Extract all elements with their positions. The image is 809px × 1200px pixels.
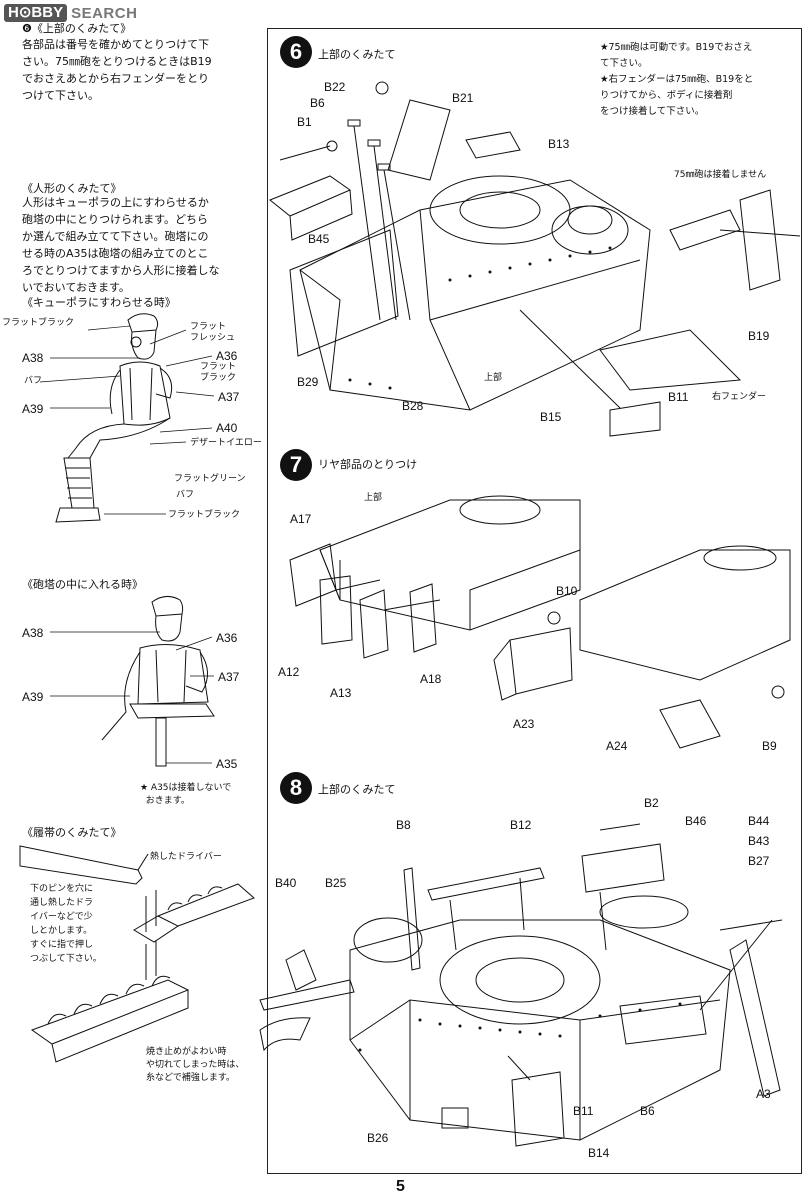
page-number: 5 (396, 1178, 405, 1195)
step-6-label-b21: B21 (452, 91, 474, 105)
step-8-title: 上部のくみたて (318, 783, 396, 796)
turret-label-a39: A39 (22, 690, 44, 704)
step-6-label-b1: B1 (297, 115, 312, 129)
turret-a35-note: ★ A35は接着しないで おきます。 (140, 783, 232, 806)
track-assembly-drawing (18, 840, 258, 1080)
step-8-upper-hull-drawing (260, 820, 800, 1150)
turret-figure-heading: 《砲塔の中に入れる時》 (22, 578, 143, 591)
step-6-label-b13: B13 (548, 137, 570, 151)
step-6-label-b15: B15 (540, 410, 562, 424)
seated-label-buff-2: バフ (176, 490, 195, 500)
step-8-label-b6: B6 (640, 1104, 655, 1118)
step-8-label-b25: B25 (325, 876, 347, 890)
seated-label-a37: A37 (218, 390, 240, 404)
turret-leader-lines (0, 0, 809, 800)
step-8-hull-shape (350, 920, 730, 1140)
figure-assembly-heading: 《人形のくみたて》 (22, 182, 122, 195)
watermark-logo: H⊙BBY (4, 4, 68, 22)
beret-shape (128, 314, 158, 332)
step-8-number: 8 (280, 772, 312, 804)
step-7-label-a24: A24 (606, 739, 628, 753)
step-6-label-b29: B29 (297, 375, 319, 389)
track-assembly-heading: 《履帯のくみたて》 (22, 826, 122, 839)
step-7-rear-parts-drawing (280, 480, 800, 760)
turret-label-a36: A36 (216, 631, 238, 645)
step-8-label-b44: B44 (748, 814, 770, 828)
step-8-label-b14: B14 (588, 1146, 610, 1160)
watermark: H⊙BBY SEARCH (4, 3, 137, 23)
track-hot-driver-label: 熱したドライバー (150, 852, 222, 862)
seated-label-a39: A39 (22, 402, 44, 416)
step-8-label-b12: B12 (510, 818, 532, 832)
step-6-label-b28: B28 (402, 399, 424, 413)
step6-left-heading: ❻《上部のくみたて》 (22, 22, 132, 35)
step6-left-text: 各部品は番号を確かめてとりつけて下 さい。75㎜砲をとりつけるときはB19 でお… (22, 38, 212, 102)
step-8-label-b43: B43 (748, 834, 770, 848)
seated-label-a36: A36 (216, 349, 238, 363)
seated-label-flat-black-top: フラットブラック (2, 318, 75, 328)
step-7-label-a12: A12 (278, 665, 300, 679)
figure-assembly-text: 人形はキューポラの上にすわらせるか 砲塔の中にとりつけられます。どちら か選んで… (22, 196, 220, 294)
step-7-number: 7 (280, 449, 312, 481)
seated-label-a38: A38 (22, 351, 44, 365)
step-6-gun-note: 75㎜砲は接着しません (674, 170, 767, 180)
step-8-label-b8: B8 (396, 818, 411, 832)
assembly-steps-panel (267, 28, 802, 1174)
step-8-label-a3: A3 (756, 1087, 771, 1101)
step-6-label-b6: B6 (310, 96, 325, 110)
step-8-label-b2: B2 (644, 796, 659, 810)
seated-figure-heading: 《キューポラにすわらせる時》 (22, 296, 176, 309)
step-8-label-b27: B27 (748, 854, 770, 868)
step-7-label-upper: 上部 (364, 493, 383, 503)
track-reinforce-note: 焼き止めがよわい時 や切れてしまった時は、 糸などで補強します。 (146, 1047, 245, 1083)
step-6-number: 6 (280, 36, 312, 68)
step-8-label-b40: B40 (275, 876, 297, 890)
step-6-title: 上部のくみたて (318, 48, 396, 61)
step-7-label-a17: A17 (290, 512, 312, 526)
step-6-label-b22: B22 (324, 80, 346, 94)
step-7-label-a13: A13 (330, 686, 352, 700)
turret-label-a37: A37 (218, 670, 240, 684)
step-7-label-a23: A23 (513, 717, 535, 731)
step-7-title: リヤ部品のとりつけ (318, 458, 418, 471)
seated-label-flat-black-bottom: フラットブラック (168, 510, 241, 520)
step-6-note: ★75㎜砲は可動です。B19でおさえ て下さい。 ★右フェンダーは75㎜砲、B1… (600, 42, 754, 117)
screwdriver-shape (20, 846, 142, 884)
seated-label-flat-green: フラットグリーン (174, 474, 246, 484)
step-8-label-b11: B11 (573, 1104, 594, 1118)
watermark-text: SEARCH (71, 4, 138, 22)
step-8-label-b26: B26 (367, 1131, 389, 1145)
step-7-label-b10: B10 (556, 584, 578, 598)
seated-label-flat-flesh: フラット フレッシュ (190, 322, 236, 343)
step-8-label-b46: B46 (685, 814, 707, 828)
step-6-label-b11: B11 (668, 390, 689, 404)
step-6-label-b19: B19 (748, 329, 770, 343)
step-7-label-a18: A18 (420, 672, 442, 686)
turret-label-a35: A35 (216, 757, 238, 771)
step-6-upper-hull-drawing (270, 80, 800, 430)
seated-figure-drawing (20, 308, 260, 548)
seated-leader-lines (0, 0, 809, 600)
step-6-label-right-fender: 右フェンダー (712, 392, 767, 402)
turret-figure-drawing (90, 592, 240, 772)
track-instructions-text: 下のピンを穴に 通し熱したドラ イバーなどで少 しとかします。 すぐに指で押し … (30, 884, 102, 964)
seated-label-flat-black-2: フラット ブラック (200, 362, 237, 383)
step-7-label-b9: B9 (762, 739, 777, 753)
step-6-label-b45: B45 (308, 232, 330, 246)
seated-label-buff: バフ (24, 376, 43, 386)
turret-label-a38: A38 (22, 626, 44, 640)
seated-label-a40: A40 (216, 421, 238, 435)
step-6-label-upper: 上部 (484, 373, 503, 383)
seated-label-desert-yellow: デザートイエロー (190, 438, 262, 448)
upper-hull-shape (300, 180, 650, 410)
